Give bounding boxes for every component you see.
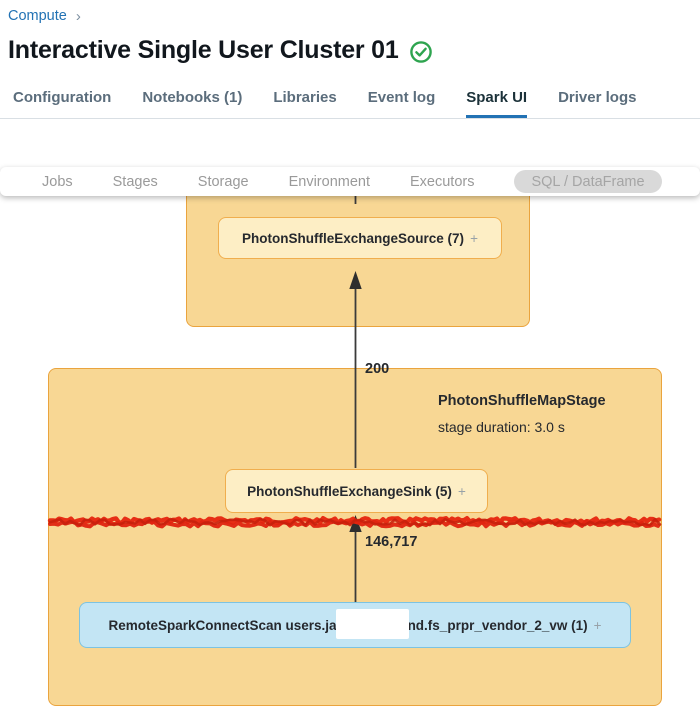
title-row: Interactive Single User Cluster 01 xyxy=(8,36,433,65)
map-stage-title: PhotonShuffleMapStage xyxy=(438,393,606,409)
tab-spark-ui[interactable]: Spark UI xyxy=(466,89,527,118)
spark-tab-jobs[interactable]: Jobs xyxy=(42,173,73,190)
spark-tab-storage[interactable]: Storage xyxy=(197,173,249,190)
spark-tab-environment[interactable]: Environment xyxy=(288,173,370,190)
edge-label-rows: 146,717 xyxy=(365,534,418,550)
expand-plus-icon[interactable]: + xyxy=(470,230,478,246)
map-stage-duration: stage duration: 3.0 s xyxy=(438,419,565,435)
tab-driver-logs[interactable]: Driver logs xyxy=(558,89,637,106)
node-photon-shuffle-exchange-sink[interactable]: PhotonShuffleExchangeSink (5) + xyxy=(225,469,488,513)
tab-event-log[interactable]: Event log xyxy=(367,89,436,106)
edge-label-rows: 200 xyxy=(365,361,390,377)
page-title: Interactive Single User Cluster 01 xyxy=(8,36,399,64)
breadcrumb-compute-link[interactable]: Compute xyxy=(8,8,67,24)
node-remote-spark-connect-scan[interactable]: RemoteSparkConnectScan users.ja nd.fs_prp… xyxy=(79,602,631,648)
breadcrumb: Compute › xyxy=(8,8,81,24)
node-label: nd.fs_prpr_vendor_2_vw (1) xyxy=(407,617,588,633)
tab-notebooks[interactable]: Notebooks (1) xyxy=(142,89,243,106)
node-label: PhotonShuffleExchangeSink (5) xyxy=(247,483,452,499)
tab-configuration[interactable]: Configuration xyxy=(13,89,112,106)
stage-box-shuffle-map xyxy=(48,368,662,706)
check-circle-icon xyxy=(409,40,432,63)
tab-libraries[interactable]: Libraries xyxy=(273,89,337,106)
cluster-tab-bar: Configuration Notebooks (1) Libraries Ev… xyxy=(0,89,700,119)
node-label: RemoteSparkConnectScan users.ja xyxy=(108,617,337,633)
breadcrumb-separator-icon: › xyxy=(75,7,81,25)
spark-tab-sql-dataframe[interactable]: SQL / DataFrame xyxy=(514,170,662,193)
node-photon-shuffle-exchange-source[interactable]: PhotonShuffleExchangeSource (7) + xyxy=(218,217,502,259)
redaction-box xyxy=(335,609,409,639)
node-label: PhotonShuffleExchangeSource (7) xyxy=(242,230,465,246)
expand-plus-icon[interactable]: + xyxy=(593,617,602,633)
spark-tab-executors[interactable]: Executors xyxy=(410,173,475,190)
spark-ui-nav-bar: Jobs Stages Storage Environment Executor… xyxy=(0,167,700,196)
spark-tab-stages[interactable]: Stages xyxy=(112,173,158,190)
expand-plus-icon[interactable]: + xyxy=(457,483,466,499)
